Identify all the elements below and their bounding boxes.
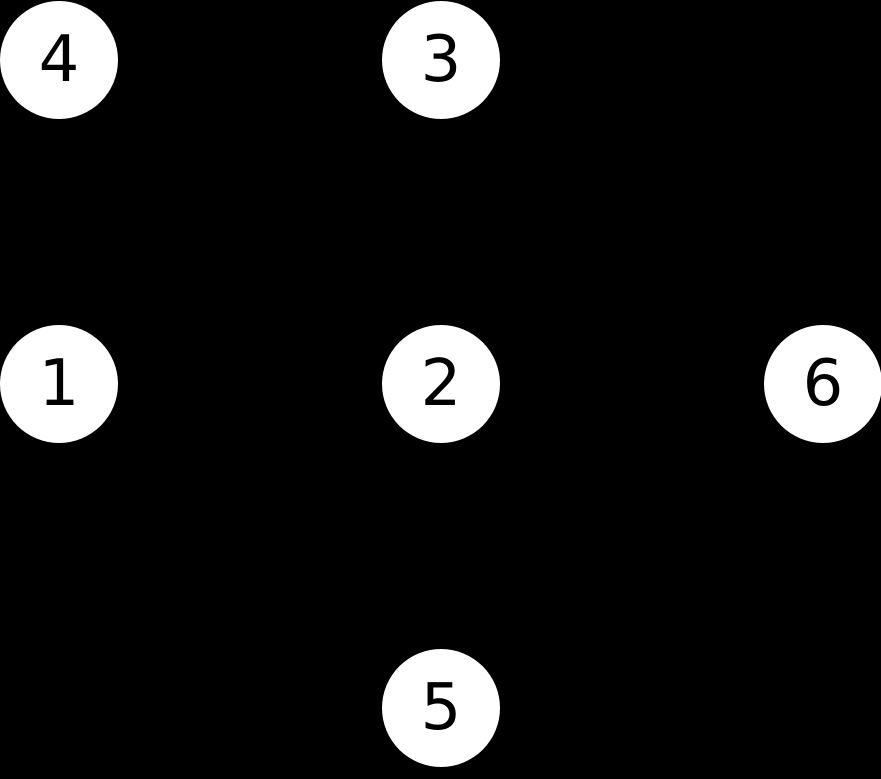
node-label: 5 <box>420 671 462 745</box>
graph-node-6: 6 <box>764 325 881 443</box>
graph-node-1: 1 <box>0 325 118 443</box>
node-label: 3 <box>420 23 462 97</box>
graph-node-5: 5 <box>382 649 500 767</box>
node-label: 4 <box>38 23 80 97</box>
graph-node-3: 3 <box>382 1 500 119</box>
graph-node-4: 4 <box>0 1 118 119</box>
node-label: 2 <box>420 347 462 421</box>
node-label: 1 <box>38 347 80 421</box>
node-label: 6 <box>802 347 844 421</box>
graph-node-2: 2 <box>382 325 500 443</box>
